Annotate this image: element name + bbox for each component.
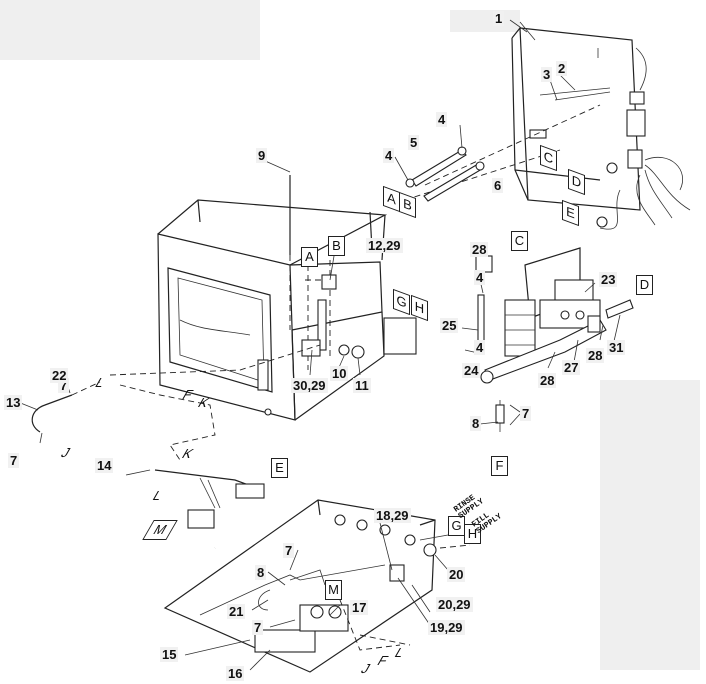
callout-7-hose-bottom: 7 <box>8 453 20 468</box>
connector-B-chamber: B <box>328 236 345 256</box>
connector-F-pump: F <box>491 456 508 476</box>
callout-14: 14 <box>95 458 114 473</box>
hose-valve-group <box>101 468 265 566</box>
callout-6: 6 <box>492 178 504 193</box>
callout-7-hose-top: 7 <box>58 378 70 393</box>
callout-15: 15 <box>160 647 179 662</box>
callout-31: 31 <box>607 340 626 355</box>
callout-28-right: 28 <box>586 348 605 363</box>
callout-7-base-upper: 7 <box>283 543 295 558</box>
callout-5: 5 <box>408 135 420 150</box>
callout-23: 23 <box>599 272 618 287</box>
callout-24: 24 <box>462 363 481 378</box>
chamber <box>157 175 417 421</box>
callout-25: 25 <box>440 318 459 333</box>
callout-28-bottom: 28 <box>538 373 557 388</box>
callout-4-top: 4 <box>436 112 448 127</box>
base-plate <box>163 499 437 673</box>
callout-3: 3 <box>541 67 553 82</box>
callout-4-left: 4 <box>383 148 395 163</box>
connector-H-supply: H <box>464 524 481 544</box>
connector-A-chamber: A <box>301 247 318 267</box>
callout-9: 9 <box>256 148 268 163</box>
callout-20: 20 <box>447 567 466 582</box>
connector-C-pump: C <box>511 231 528 251</box>
control-box <box>450 10 691 230</box>
callout-7-base-lower: 7 <box>252 620 264 635</box>
callout-8-base: 8 <box>255 565 267 580</box>
callout-4-pump-lower: 4 <box>474 340 486 355</box>
callout-21: 21 <box>227 604 246 619</box>
callout-12-29: 12,29 <box>366 238 403 253</box>
callout-16: 16 <box>226 666 245 681</box>
callout-19-29: 19,29 <box>428 620 465 635</box>
callout-10: 10 <box>330 366 349 381</box>
callout-2: 2 <box>556 61 568 76</box>
callout-4-pump-upper: 4 <box>474 270 486 285</box>
pump-assembly <box>475 247 634 384</box>
callout-11: 11 <box>353 378 371 393</box>
callout-7-valve: 7 <box>520 406 532 421</box>
callout-18-29: 18,29 <box>374 508 411 523</box>
connector-D-pump: D <box>636 275 653 295</box>
connector-E-hose: E <box>271 458 288 478</box>
callout-1: 1 <box>493 11 505 26</box>
callout-8-tube: 8 <box>470 416 482 431</box>
callout-27: 27 <box>562 360 581 375</box>
callout-20-29: 20,29 <box>436 597 473 612</box>
tube-assemblies <box>405 146 485 202</box>
callout-22: 22 <box>50 368 69 383</box>
connector-M-base: M <box>325 580 342 600</box>
callout-17: 17 <box>350 600 369 615</box>
callout-13: 13 <box>4 395 23 410</box>
callout-28-top: 28 <box>470 242 489 257</box>
callout-30-29: 30,29 <box>291 378 328 393</box>
